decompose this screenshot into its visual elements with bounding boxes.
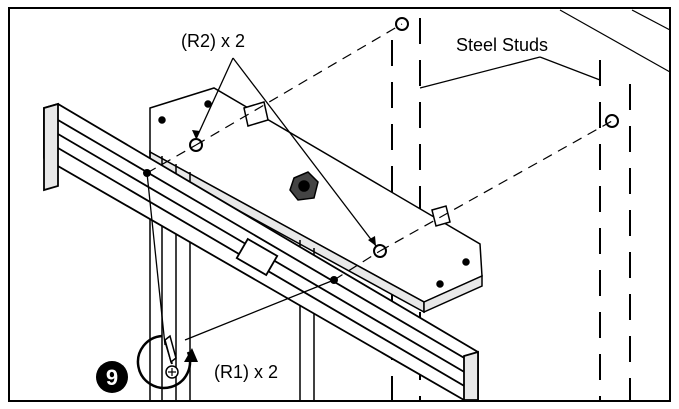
step-badge: 9	[96, 361, 128, 393]
leader-arrowheads	[192, 130, 376, 246]
label-r1: (R1) x 2	[214, 362, 278, 382]
wall-outline	[559, 9, 671, 73]
label-r2: (R2) x 2	[181, 31, 245, 51]
leader-lines	[146, 56, 601, 346]
mounting-rail	[43, 102, 479, 401]
screwdriver-rotate-icon	[136, 334, 198, 390]
alignment-lines	[146, 23, 613, 281]
diagram-border	[8, 7, 671, 402]
stud-anchor-right	[605, 114, 619, 128]
mounting-plate	[149, 87, 483, 314]
label-steel-studs: Steel Studs	[456, 35, 548, 55]
step-number: 9	[106, 365, 118, 390]
